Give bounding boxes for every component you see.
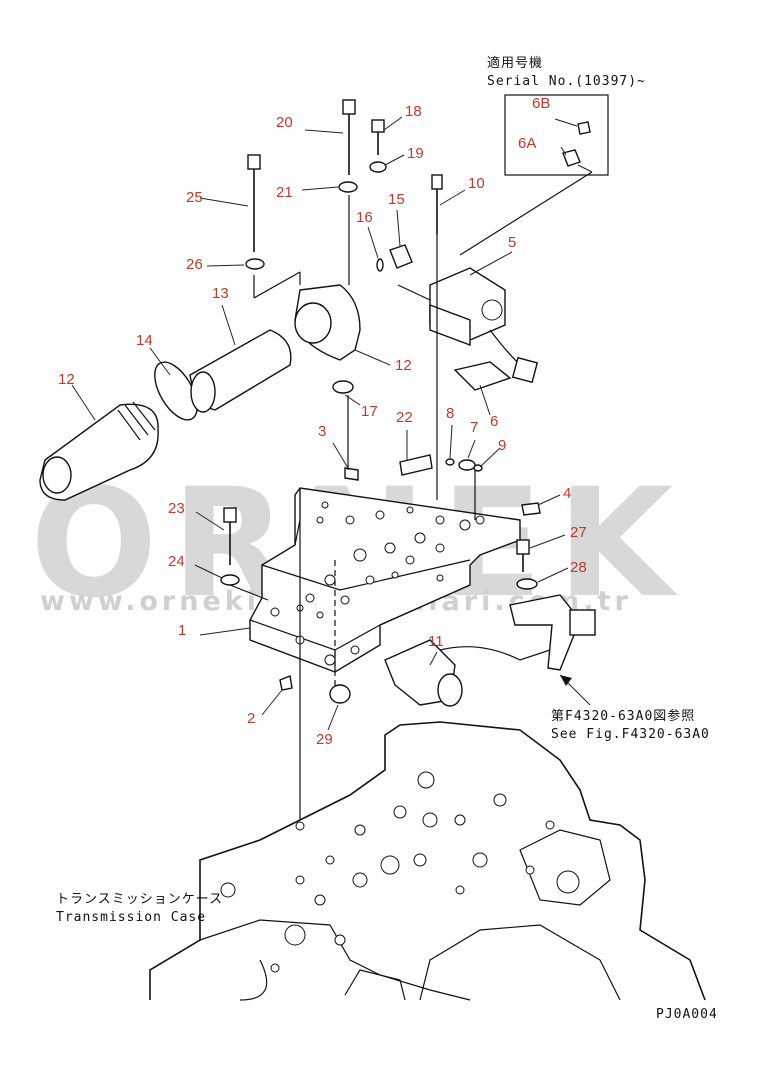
callout-12-filter: 12 <box>58 371 75 388</box>
callout-24: 24 <box>168 553 185 570</box>
callout-23: 23 <box>168 500 185 517</box>
callout-2: 2 <box>247 710 255 727</box>
serial-inset <box>459 94 609 256</box>
callout-13: 13 <box>212 285 229 302</box>
filter-assembly <box>39 284 361 501</box>
callout-28: 28 <box>570 559 587 576</box>
callout-3: 3 <box>318 423 326 440</box>
callout-7: 7 <box>470 419 478 436</box>
callouts: 1 2 3 4 5 6 6A 6B 7 8 9 10 11 12 12 13 1… <box>58 95 587 748</box>
see-fig-note-en: See Fig.F4320-63A0 <box>551 727 710 742</box>
callout-22: 22 <box>396 409 413 426</box>
callout-5: 5 <box>508 234 516 251</box>
case-label-en: Transmission Case <box>56 910 206 925</box>
callout-6a: 6A <box>518 135 536 152</box>
callout-15: 15 <box>388 191 405 208</box>
callout-21: 21 <box>276 184 293 201</box>
solenoid-valves <box>384 267 596 707</box>
callout-17: 17 <box>361 403 378 420</box>
case-label-jp: トランスミッションケース <box>56 892 223 907</box>
callout-8: 8 <box>446 405 454 422</box>
callout-12-housing: 12 <box>395 357 412 374</box>
fasteners <box>220 99 541 704</box>
callout-11: 11 <box>428 633 444 650</box>
callout-6: 6 <box>490 413 498 430</box>
callout-19: 19 <box>407 145 424 162</box>
callout-9: 9 <box>498 437 506 454</box>
callout-10: 10 <box>468 175 485 192</box>
callout-25: 25 <box>186 189 203 206</box>
transmission-case <box>149 721 706 1001</box>
callout-27: 27 <box>570 524 587 541</box>
leader-lines <box>71 116 591 731</box>
callout-26: 26 <box>186 256 203 273</box>
callout-14: 14 <box>136 332 153 349</box>
drawing-code: PJ0A004 <box>656 1007 718 1022</box>
see-fig-note-jp: 第F4320-63A0図参照 <box>551 708 695 724</box>
notes: 適用号機 Serial No.(10397)~ 第F4320-63A0図参照 S… <box>56 55 718 1022</box>
callout-1: 1 <box>178 622 186 639</box>
serial-note-jp: 適用号機 <box>487 55 543 71</box>
callout-18: 18 <box>405 103 422 120</box>
callout-6b: 6B <box>532 95 550 112</box>
callout-16: 16 <box>356 209 373 226</box>
callout-20: 20 <box>276 114 293 131</box>
callout-29: 29 <box>316 731 333 748</box>
assembly-lines <box>229 195 476 820</box>
serial-note-en: Serial No.(10397)~ <box>487 74 646 89</box>
callout-4: 4 <box>563 485 571 502</box>
